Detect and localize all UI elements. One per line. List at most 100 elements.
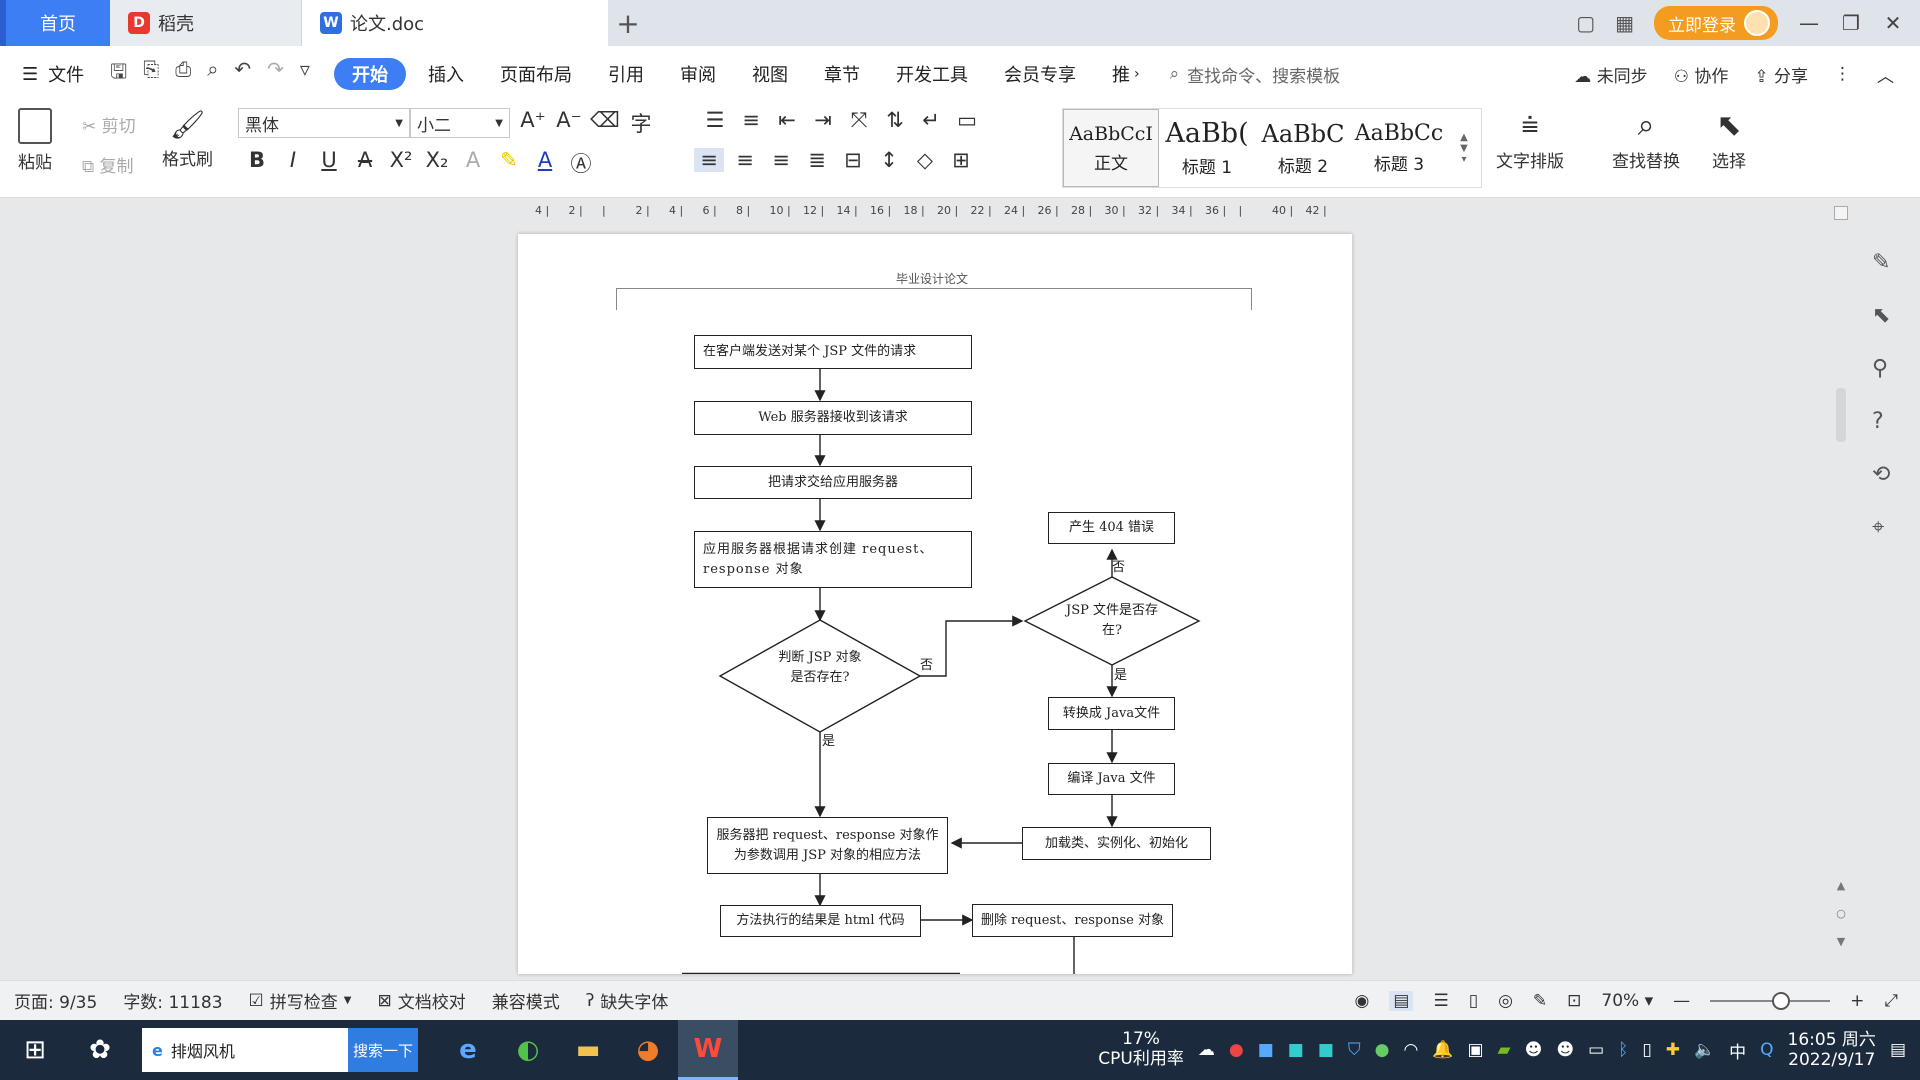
menu-tab-references[interactable]: 引用: [607, 65, 644, 86]
more-icon[interactable]: ⋮: [1834, 64, 1851, 84]
print-preview-icon[interactable]: ⌕: [207, 57, 219, 81]
shrink-font-icon[interactable]: A⁻: [556, 108, 582, 132]
align-left-icon[interactable]: ≡: [694, 148, 724, 172]
clear-format-icon[interactable]: ⌫: [590, 108, 620, 132]
pen-icon[interactable]: ✎: [1872, 250, 1891, 275]
eye-protection-icon[interactable]: ◉: [1354, 990, 1370, 1011]
document-page[interactable]: 毕业设计论文 在客户端发送对某个 JSP 文件的请求: [518, 234, 1352, 974]
login-button[interactable]: 立即登录: [1654, 6, 1778, 40]
outline-view-icon[interactable]: ☰: [1433, 990, 1449, 1011]
bluetooth-icon[interactable]: ᛒ: [1618, 1040, 1629, 1060]
tab-document[interactable]: W 论文.doc: [302, 0, 608, 46]
game-app-icon[interactable]: ◕: [636, 1035, 660, 1065]
tab-home[interactable]: 首页: [0, 0, 110, 46]
menu-tab-recommend[interactable]: 推: [1111, 65, 1130, 86]
help-icon[interactable]: ?: [1872, 409, 1884, 434]
style-normal[interactable]: AaBbCcI 正文: [1063, 109, 1159, 187]
text-effect-icon[interactable]: A: [465, 148, 481, 172]
unsynced-button[interactable]: ☁ 未同步: [1574, 66, 1648, 87]
horizontal-ruler[interactable]: 4 |2 ||2 |4 |6 |8 |10 |12 |14 |16 |18 |2…: [535, 202, 1335, 222]
export-icon[interactable]: ⎘: [143, 57, 160, 81]
tray-app-icon[interactable]: ▣: [1467, 1040, 1484, 1060]
close-icon[interactable]: ✕: [1884, 11, 1902, 35]
taskbar-search-button[interactable]: 搜索一下: [348, 1028, 418, 1072]
chinese-layout-icon[interactable]: ⤧: [850, 108, 868, 132]
highlight-icon[interactable]: ✎: [500, 148, 518, 172]
superscript-icon[interactable]: X²: [389, 148, 413, 172]
show-marks-icon[interactable]: ↵: [922, 108, 940, 132]
tray-app-icon[interactable]: ■: [1257, 1040, 1274, 1060]
style-scroll[interactable]: ▲ ▼ ▾: [1447, 109, 1481, 187]
copy-button[interactable]: ⧉ 复制: [82, 157, 134, 177]
doc-proof-button[interactable]: ⊠ 文档校对: [377, 990, 466, 1014]
pointer-icon[interactable]: ⬉: [1872, 303, 1891, 328]
file-explorer-icon[interactable]: ▬: [575, 1035, 601, 1065]
prev-page-icon[interactable]: ▲: [1836, 879, 1846, 892]
window-layout-icon[interactable]: ▢: [1576, 11, 1596, 35]
shading-icon[interactable]: ◇: [916, 148, 934, 172]
spell-check-button[interactable]: ☑ 拼写检查 ▼: [248, 990, 352, 1014]
zoom-level[interactable]: 70% ▾: [1601, 990, 1654, 1011]
char-border-icon[interactable]: Ⓐ: [570, 152, 592, 176]
menu-tab-member[interactable]: 会员专享: [1003, 65, 1076, 86]
zoom-slider[interactable]: [1710, 991, 1831, 1010]
strikethrough-icon[interactable]: A: [357, 148, 373, 172]
save-icon[interactable]: 🖫: [110, 59, 128, 83]
menu-tab-devtools[interactable]: 开发工具: [895, 65, 968, 86]
file-menu[interactable]: ☰ 文件: [22, 63, 85, 87]
select-button[interactable]: ⬉ 选择: [1712, 108, 1746, 172]
action-center-icon[interactable]: ▤: [1889, 1040, 1906, 1060]
zoom-out-icon[interactable]: —: [1673, 990, 1691, 1011]
missing-font-button[interactable]: ʔ 缺失字体: [585, 990, 669, 1014]
phonetic-icon[interactable]: 字: [630, 112, 652, 136]
tray-app-icon[interactable]: ●: [1228, 1040, 1244, 1060]
zoom-knob[interactable]: [1772, 991, 1791, 1010]
notification-bell-icon[interactable]: 🔔: [1432, 1040, 1454, 1060]
paste-button[interactable]: 粘贴: [18, 108, 52, 173]
cut-button[interactable]: ✂ 剪切: [82, 117, 136, 137]
assistant-icon[interactable]: ✿: [89, 1035, 111, 1065]
adjust-icon[interactable]: ⚲: [1872, 356, 1889, 381]
word-count[interactable]: 字数: 11183: [123, 993, 223, 1013]
fullscreen-icon[interactable]: ⤢: [1884, 990, 1898, 1011]
justify-icon[interactable]: ≣: [808, 148, 826, 172]
write-view-icon[interactable]: ✎: [1532, 990, 1548, 1011]
distribute-icon[interactable]: ⊟: [844, 148, 862, 172]
new-tab-button[interactable]: +: [616, 6, 640, 40]
tab-docer[interactable]: D 稻壳: [110, 0, 302, 46]
collapse-ribbon-icon[interactable]: ︿: [1877, 66, 1894, 87]
tray-app-icon[interactable]: Q: [1760, 1040, 1774, 1060]
line-spacing-icon[interactable]: ↕: [880, 148, 898, 172]
menu-tab-insert[interactable]: 插入: [427, 65, 464, 86]
browser-360-icon[interactable]: ◐: [516, 1035, 540, 1065]
select-browse-icon[interactable]: ○: [1836, 907, 1846, 920]
backup-icon[interactable]: ⟲: [1872, 462, 1891, 487]
shield-icon[interactable]: ⛉: [1347, 1040, 1361, 1060]
redo-icon[interactable]: ↷: [267, 57, 284, 81]
qq-icon[interactable]: ☻: [1556, 1040, 1575, 1060]
scroll-top-icon[interactable]: [1834, 206, 1848, 220]
vertical-scrollbar[interactable]: ▲ ○ ▼: [1834, 206, 1848, 974]
format-painter-button[interactable]: 🖌 格式刷: [162, 108, 213, 170]
page-indicator[interactable]: 页面: 9/35: [14, 993, 98, 1013]
menu-tab-chapter[interactable]: 章节: [823, 65, 860, 86]
menu-tab-view[interactable]: 视图: [751, 65, 788, 86]
subscript-icon[interactable]: X₂: [425, 148, 449, 172]
italic-icon[interactable]: I: [289, 148, 297, 172]
tray-app-icon[interactable]: ✚: [1665, 1040, 1680, 1060]
underline-icon[interactable]: U: [321, 148, 337, 172]
sort-icon[interactable]: ⇅: [886, 108, 904, 132]
font-size-select[interactable]: 小二▼: [410, 108, 510, 138]
battery-icon[interactable]: ▭: [1588, 1040, 1605, 1060]
table-ruler-icon[interactable]: ▭: [957, 108, 977, 132]
weather-icon[interactable]: ☁: [1197, 1040, 1215, 1060]
command-search[interactable]: ⌕ 查找命令、搜索模板: [1169, 64, 1341, 87]
grid-apps-icon[interactable]: ▦: [1615, 11, 1634, 35]
style-heading-2[interactable]: AaBbC 标题 2: [1261, 119, 1345, 177]
next-page-icon[interactable]: ▼: [1836, 935, 1846, 948]
collab-button[interactable]: ⚇ 协作: [1673, 66, 1729, 87]
tray-app-icon[interactable]: ■: [1287, 1040, 1304, 1060]
undo-icon[interactable]: ↶: [234, 57, 252, 81]
bold-icon[interactable]: B: [248, 148, 265, 172]
tray-app-icon[interactable]: ■: [1317, 1040, 1334, 1060]
